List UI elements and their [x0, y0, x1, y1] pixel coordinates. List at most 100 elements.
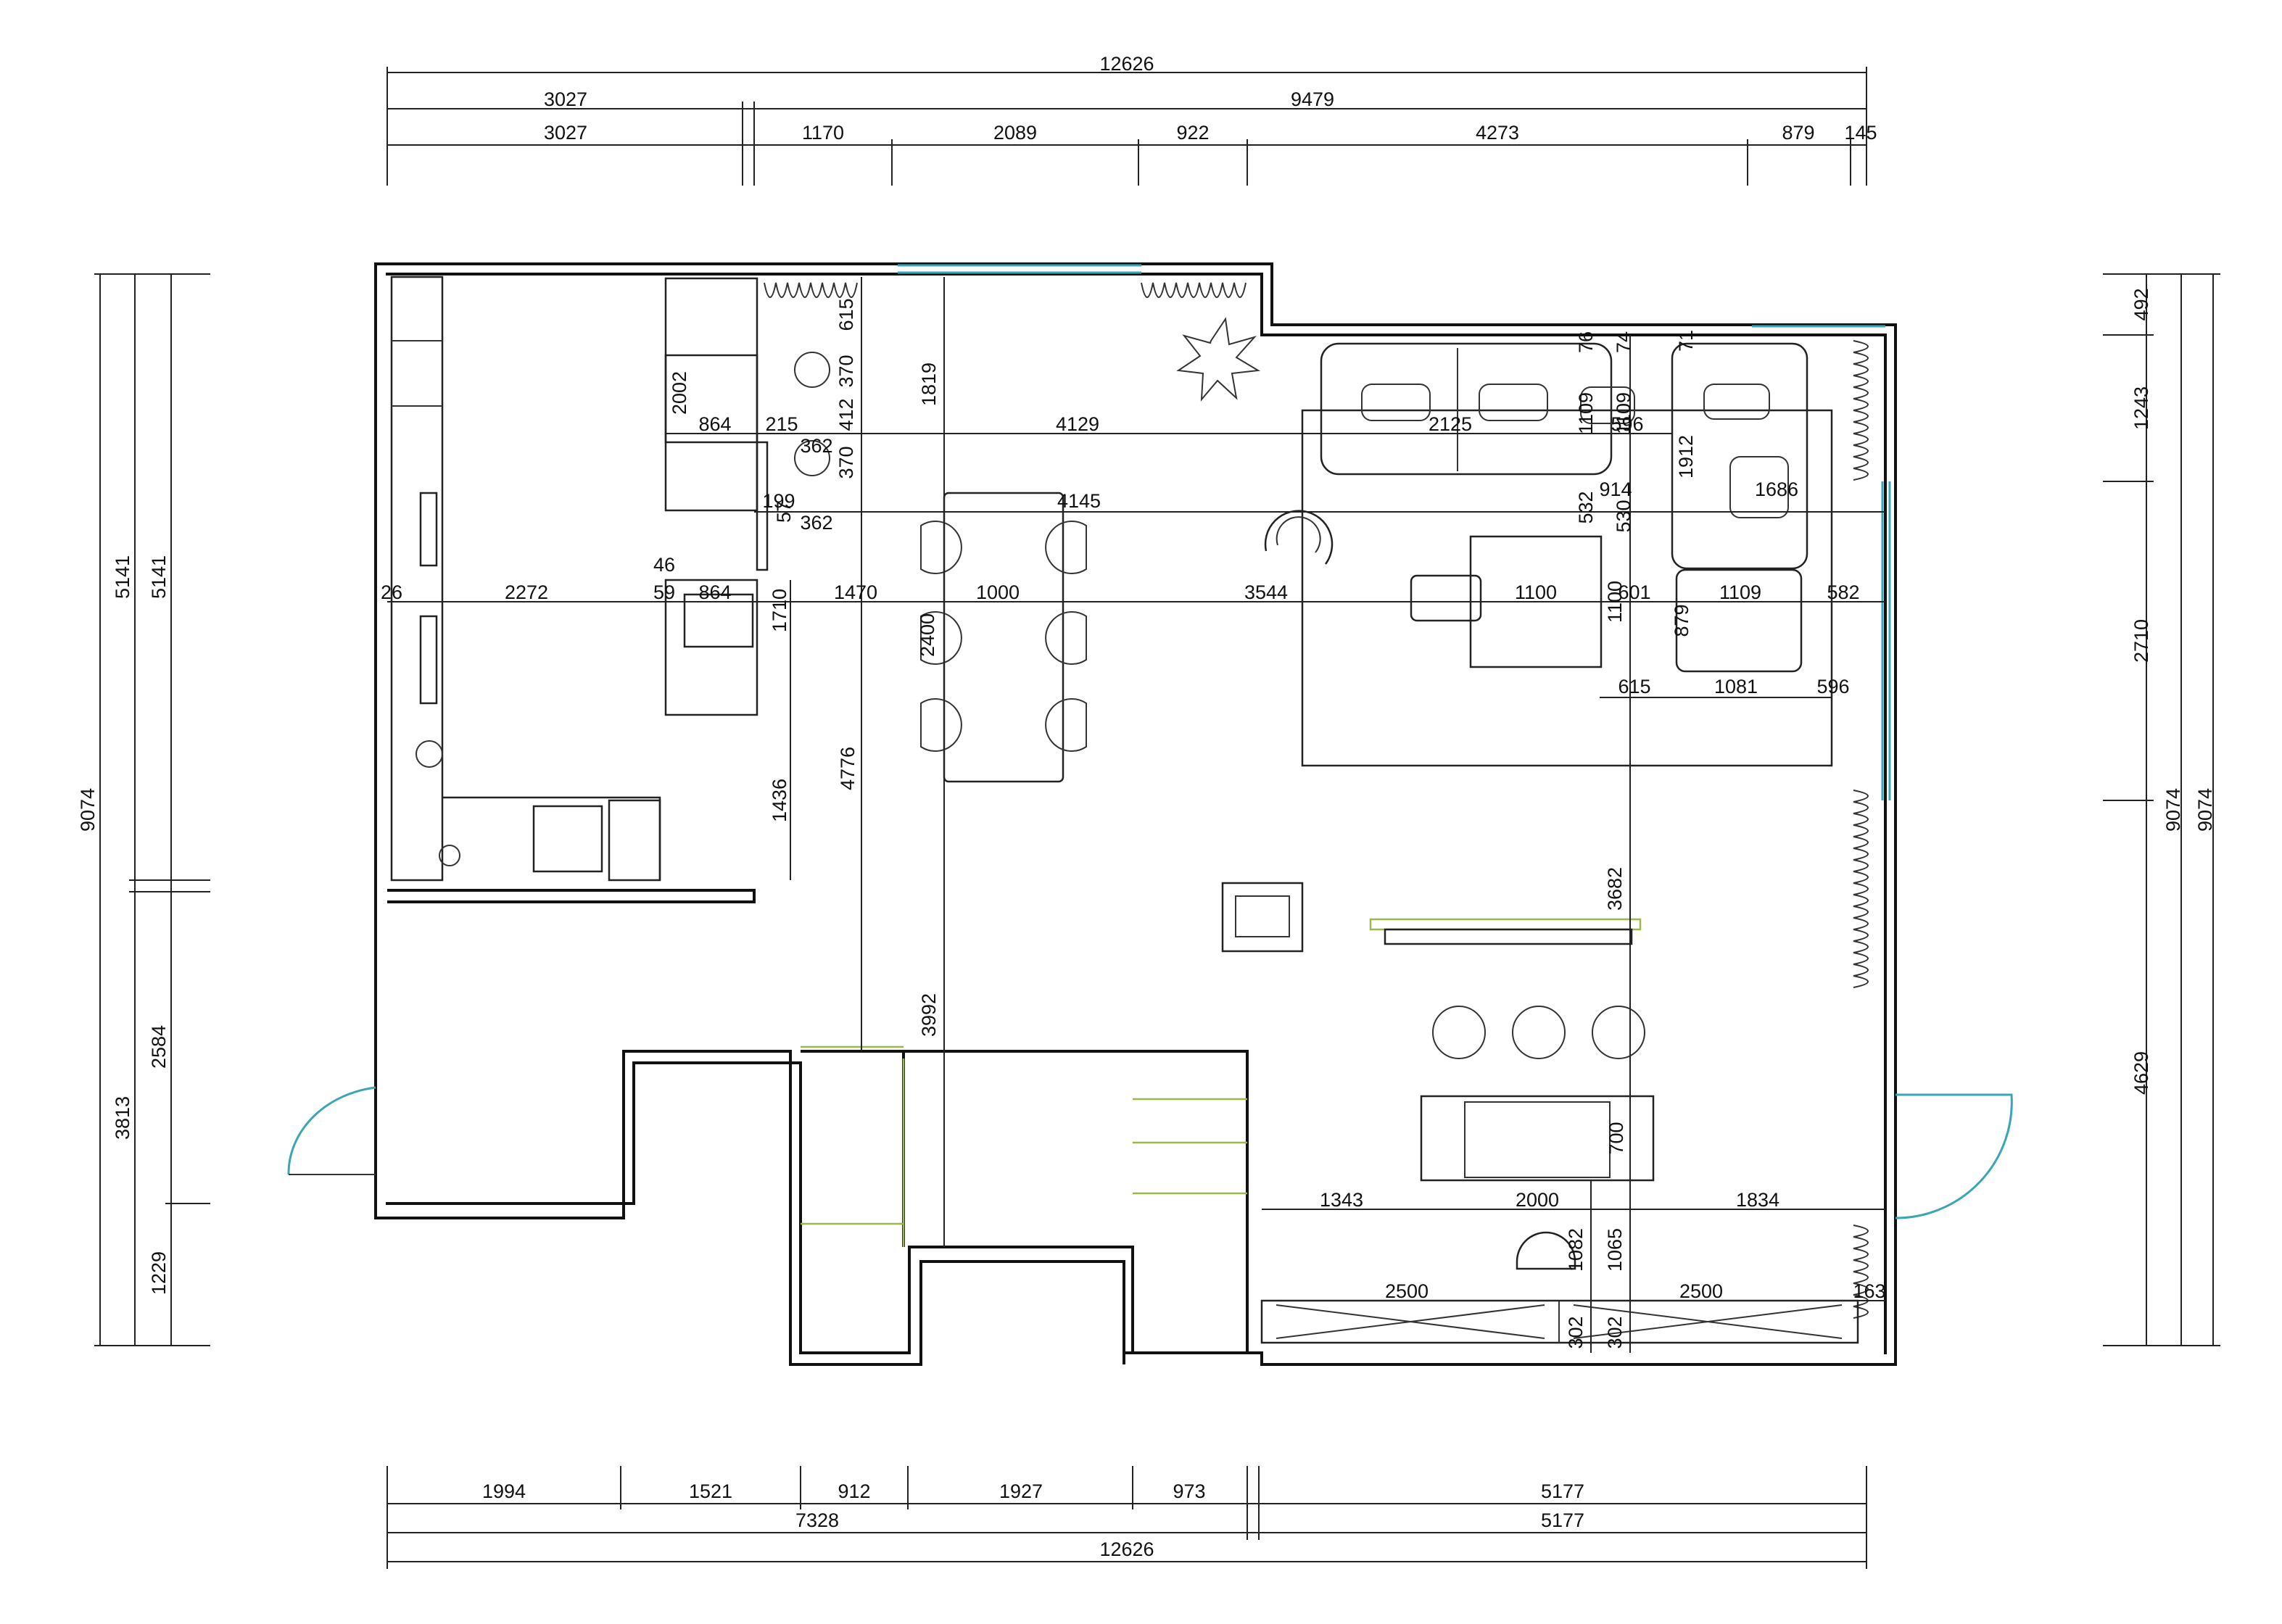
dim-879: 879	[1671, 604, 1692, 637]
top-overall-dim: 12626	[1099, 53, 1154, 75]
top-seg-2: 1170	[802, 122, 844, 144]
right-dim-4: 4629	[2130, 1051, 2152, 1095]
bottom-seg-3: 912	[838, 1480, 870, 1502]
dim-3544: 3544	[1244, 581, 1288, 603]
dim-3992: 3992	[918, 993, 940, 1037]
dim-582: 582	[1827, 581, 1859, 603]
right-dimension-chain: 492 1243 2710 4629 9074 9074	[2103, 273, 2220, 1346]
dim-57: 57	[773, 501, 795, 523]
dim-370-b: 370	[835, 446, 857, 478]
left-inner-dim-1: 5141	[148, 555, 170, 599]
dim-864-a: 864	[698, 413, 731, 435]
dim-1686: 1686	[1755, 478, 1798, 500]
left-mid-dim-2: 3813	[112, 1096, 133, 1140]
top-seg-6: 879	[1782, 122, 1814, 144]
dim-1819: 1819	[918, 362, 940, 406]
bottom-seg-2: 1521	[689, 1480, 732, 1502]
dim-1470: 1470	[834, 581, 877, 603]
left-mid-dim-1: 5141	[112, 555, 133, 599]
dim-362-a: 362	[800, 435, 832, 457]
dim-1065: 1065	[1604, 1228, 1626, 1272]
bottom-seg-4: 1927	[999, 1480, 1043, 1502]
dim-71: 71	[1675, 330, 1697, 352]
interior-dimension-lines	[387, 277, 1885, 1353]
dim-1834: 1834	[1736, 1189, 1779, 1211]
dim-1081: 1081	[1714, 676, 1758, 697]
dim-1343: 1343	[1320, 1189, 1363, 1211]
dim-4776: 4776	[837, 747, 859, 790]
bottom-seg-1: 1994	[482, 1480, 526, 1502]
dim-1100-a: 1100	[1515, 581, 1557, 603]
dim-601: 601	[1618, 581, 1650, 603]
dim-59: 59	[653, 581, 675, 603]
dim-1109-a: 1109	[1575, 392, 1597, 434]
left-dimension-chain: 9074 5141 3813 5141 2584 1229	[77, 273, 210, 1346]
dim-1109-c: 1109	[1719, 581, 1761, 603]
dim-2000: 2000	[1516, 1189, 1559, 1211]
dim-26: 26	[381, 581, 402, 603]
doors	[287, 1086, 2013, 1219]
living-area	[1264, 342, 1833, 767]
dim-596-a: 596	[1611, 413, 1643, 435]
dim-362-b: 362	[800, 512, 832, 534]
dim-2500-b: 2500	[1679, 1280, 1723, 1302]
lower-right-furniture	[1221, 882, 1859, 1344]
dim-199: 199	[762, 490, 795, 512]
top-seg-3: 2089	[993, 122, 1037, 144]
stair-lines	[801, 1045, 1247, 1247]
right-overall-dim-2: 9074	[2194, 788, 2216, 832]
dim-76: 76	[1575, 331, 1597, 353]
dim-412: 412	[835, 398, 857, 431]
bottom-overall-dim: 12626	[1099, 1538, 1154, 1560]
top-dimension-chain: 12626 3027 9479 3027 1170 2089 922 4273 …	[386, 53, 1877, 186]
right-dim-1: 492	[2130, 288, 2152, 320]
dim-914: 914	[1599, 478, 1632, 500]
left-inner-dim-3: 1229	[148, 1251, 170, 1295]
dim-1000: 1000	[976, 581, 1020, 603]
dim-1436: 1436	[769, 779, 790, 822]
top-seg-1: 3027	[544, 122, 587, 144]
dim-46: 46	[653, 554, 675, 576]
dim-532: 532	[1575, 491, 1597, 523]
interior-dimension-labels: 615 370 412 370 1819 2002 864 215 362 41…	[381, 298, 1886, 1348]
dim-215: 215	[765, 413, 798, 435]
right-dim-2: 1243	[2130, 386, 2152, 430]
dim-1912: 1912	[1675, 435, 1697, 478]
dim-4145: 4145	[1057, 490, 1101, 512]
plant-icon	[1176, 317, 1261, 402]
top-dim-left: 3027	[544, 88, 587, 110]
dim-163: 163	[1853, 1280, 1885, 1302]
cabinet-block	[664, 277, 769, 716]
bottom-seg-6: 5177	[1541, 1480, 1584, 1502]
dim-1082: 1082	[1565, 1228, 1587, 1272]
dim-1710: 1710	[769, 589, 790, 632]
dim-864-b: 864	[698, 581, 731, 603]
bottom-seg-5: 973	[1173, 1480, 1205, 1502]
dim-1109-b: 1109	[1613, 392, 1634, 434]
top-seg-4: 922	[1176, 122, 1209, 144]
dim-302-b: 302	[1604, 1316, 1626, 1348]
top-seg-5: 4273	[1476, 122, 1519, 144]
dim-615-b: 615	[1618, 676, 1650, 697]
dim-302-a: 302	[1565, 1316, 1587, 1348]
right-dim-3: 2710	[2130, 619, 2152, 663]
bottom-dim-right: 5177	[1541, 1509, 1584, 1531]
left-overall-dim: 9074	[77, 788, 99, 832]
dim-370-a: 370	[835, 355, 857, 387]
dim-2002: 2002	[669, 371, 690, 415]
kitchen	[390, 276, 661, 882]
right-overall-dim-1: 9074	[2162, 788, 2184, 832]
top-dim-right: 9479	[1291, 88, 1334, 110]
dim-700: 700	[1605, 1122, 1627, 1154]
dim-596-b: 596	[1816, 676, 1849, 697]
top-seg-7: 145	[1844, 122, 1877, 144]
dim-2125: 2125	[1429, 413, 1472, 435]
dim-2272: 2272	[505, 581, 548, 603]
left-inner-dim-2: 2584	[148, 1025, 170, 1069]
dim-2400: 2400	[917, 613, 938, 657]
windows	[898, 264, 1891, 800]
dim-530: 530	[1613, 500, 1634, 532]
dim-3682: 3682	[1604, 867, 1626, 911]
walls	[374, 262, 1897, 1366]
